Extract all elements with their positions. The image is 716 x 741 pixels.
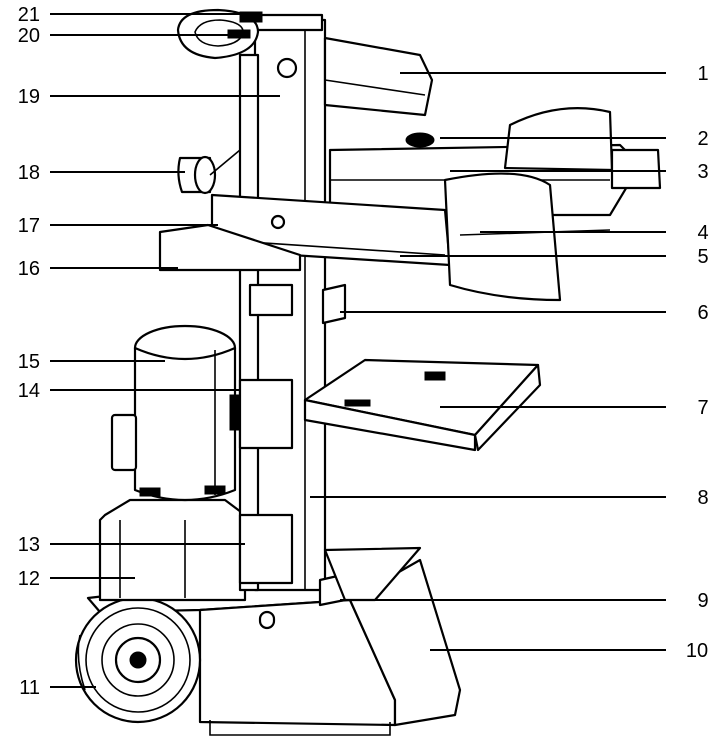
callout-6: 6 xyxy=(697,302,708,324)
callout-3: 3 xyxy=(697,161,708,183)
callout-13: 13 xyxy=(18,534,40,556)
callout-14: 14 xyxy=(18,380,40,402)
callout-20: 20 xyxy=(18,25,40,47)
right-callouts: 1 2 3 4 5 6 7 8 9 10 xyxy=(686,63,709,662)
callout-4: 4 xyxy=(697,222,708,244)
log-holder xyxy=(177,149,241,195)
callout-15: 15 xyxy=(18,351,40,373)
lower-shelf xyxy=(158,223,302,272)
upper-guard xyxy=(323,36,434,117)
callout-18: 18 xyxy=(18,162,40,184)
callout-10: 10 xyxy=(686,640,708,662)
left-leader-lines xyxy=(50,13,280,688)
splitting-wedge-assembly xyxy=(328,107,662,217)
right-leader-lines xyxy=(310,72,666,651)
callout-7: 7 xyxy=(697,397,708,419)
callout-16: 16 xyxy=(18,258,40,280)
clamps xyxy=(229,283,294,585)
callout-17: 17 xyxy=(18,215,40,237)
left-callouts: 21 20 19 18 17 16 15 14 13 12 11 xyxy=(18,4,40,699)
callout-11: 11 xyxy=(19,677,40,699)
callout-8: 8 xyxy=(697,487,708,509)
electric-motor xyxy=(110,324,237,502)
callout-21: 21 xyxy=(18,4,40,26)
callout-1: 1 xyxy=(697,63,708,85)
callout-5: 5 xyxy=(697,246,708,268)
log-splitter-illustration xyxy=(74,8,662,736)
side-guard xyxy=(443,172,611,302)
callout-12: 12 xyxy=(18,568,40,590)
callout-9: 9 xyxy=(697,590,708,612)
bracket xyxy=(321,283,347,325)
motor-housing xyxy=(98,498,247,602)
wheel xyxy=(74,596,202,724)
callout-2: 2 xyxy=(697,128,708,150)
callout-19: 19 xyxy=(18,86,40,108)
worktable xyxy=(303,358,542,452)
